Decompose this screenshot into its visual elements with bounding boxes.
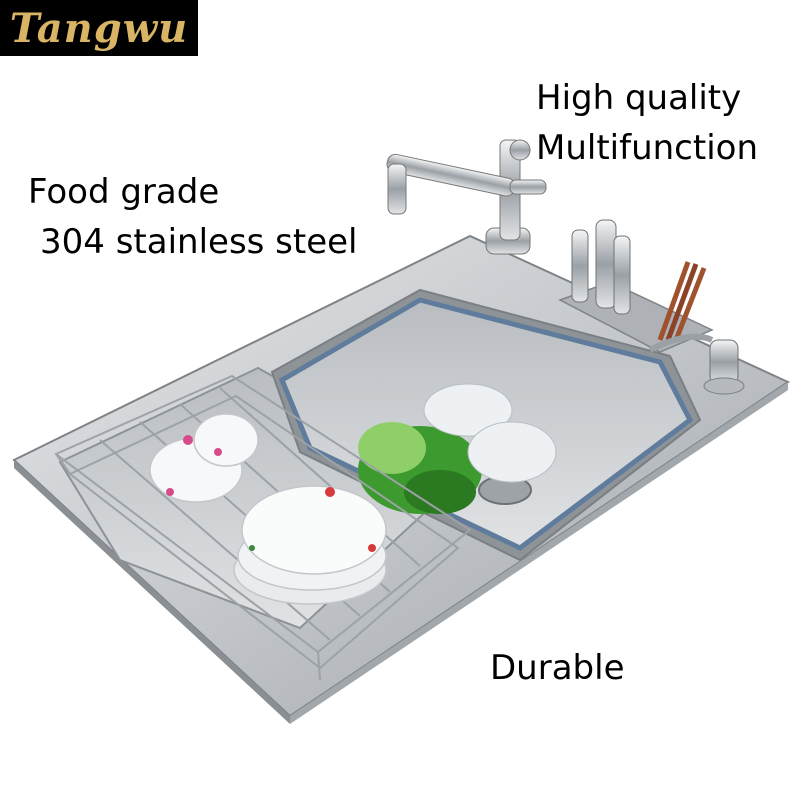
caption-food-grade: Food grade [28,172,220,212]
knife-block-icon [558,219,714,353]
brand-logo-text: Tangwu [9,4,189,52]
caption-multifunction: Multifunction [536,128,758,168]
faucet-icon [386,139,547,255]
caption-stainless-steel: 304 stainless steel [40,222,358,262]
caption-high-quality: High quality [536,78,742,118]
plates [233,485,387,605]
brand-logo: Tangwu [0,0,198,56]
soap-dispenser-icon [648,333,745,395]
caption-durable: Durable [490,648,625,688]
bowls [149,413,259,503]
squid [423,383,557,483]
lettuce [358,422,482,514]
